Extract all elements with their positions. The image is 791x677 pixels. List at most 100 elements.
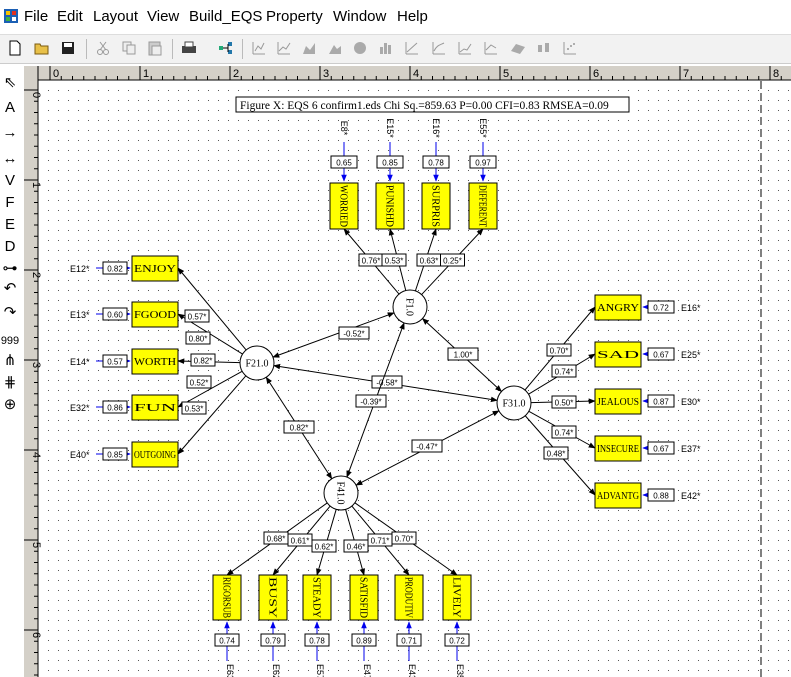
covariance-label-box[interactable]: [355, 394, 387, 408]
error-variance-box[interactable]: [376, 155, 404, 169]
covariance-label-box[interactable]: [447, 347, 479, 361]
covariance-arrow[interactable]: [272, 312, 395, 358]
new-file-icon[interactable]: [6, 39, 24, 57]
eqs-app-icon[interactable]: [4, 9, 18, 23]
loading-value-box[interactable]: [190, 353, 216, 367]
observed-variable-box[interactable]: [594, 341, 642, 368]
menu-view[interactable]: View: [147, 8, 180, 25]
error-variance-box[interactable]: [444, 633, 470, 647]
pie-icon[interactable]: [351, 39, 369, 57]
loading-arrow[interactable]: [177, 267, 247, 351]
surface-icon[interactable]: [509, 39, 527, 57]
menu-property[interactable]: Property: [266, 8, 323, 25]
cut-icon[interactable]: [94, 39, 112, 57]
menu-layout[interactable]: Layout: [93, 8, 139, 25]
loading-value-box[interactable]: [440, 253, 465, 267]
error-variance-box[interactable]: [102, 400, 128, 414]
error-variance-box[interactable]: [422, 155, 450, 169]
loading-value-box[interactable]: [546, 343, 572, 357]
open-folder-icon[interactable]: [33, 39, 51, 57]
text-tool-icon[interactable]: A: [4, 99, 15, 116]
curve-right-icon[interactable]: ↷: [3, 304, 17, 321]
error-variance-box[interactable]: [260, 633, 286, 647]
observed-var-tool-icon[interactable]: V: [4, 172, 15, 189]
trend-icon-4[interactable]: [482, 39, 500, 57]
two-way-arrow-icon[interactable]: ↔: [2, 150, 18, 167]
error-variance-box[interactable]: [102, 354, 128, 368]
select-arrow-icon[interactable]: ⇖: [3, 74, 17, 91]
factor-circle[interactable]: [239, 345, 275, 381]
diagram-icon[interactable]: [217, 39, 235, 57]
loading-arrow[interactable]: [177, 370, 243, 408]
mountain-chart-icon[interactable]: [326, 39, 344, 57]
error-variance-box[interactable]: [304, 633, 330, 647]
covariance-label-box[interactable]: [283, 420, 315, 434]
error-variance-box[interactable]: [214, 633, 240, 647]
observed-variable-box[interactable]: [468, 182, 498, 230]
factor-circle[interactable]: [392, 289, 428, 325]
print-icon[interactable]: [180, 39, 198, 57]
error-variance-box[interactable]: [647, 441, 675, 455]
loading-value-box[interactable]: [186, 375, 212, 389]
observed-variable-box[interactable]: [302, 574, 332, 621]
error-variance-box[interactable]: [396, 633, 422, 647]
menu-edit[interactable]: Edit: [57, 8, 83, 25]
loading-value-box[interactable]: [184, 309, 210, 323]
trend-icon-1[interactable]: [403, 39, 421, 57]
error-variance-box[interactable]: [102, 447, 128, 461]
trend-icon-3[interactable]: [456, 39, 474, 57]
save-icon[interactable]: [59, 39, 77, 57]
observed-variable-box[interactable]: [594, 435, 642, 462]
one-way-arrow-icon[interactable]: →: [2, 124, 18, 141]
error-variance-box[interactable]: [469, 155, 497, 169]
box-plot-icon[interactable]: [535, 39, 553, 57]
paste-icon[interactable]: [146, 39, 164, 57]
observed-variable-box[interactable]: [329, 182, 359, 230]
error-variance-box[interactable]: [647, 394, 675, 408]
observed-variable-box[interactable]: [442, 574, 472, 621]
scatter-icon[interactable]: [561, 39, 579, 57]
copy-icon[interactable]: [120, 39, 138, 57]
curve-left-icon[interactable]: ↶: [3, 280, 17, 297]
loading-arrow[interactable]: [177, 375, 247, 455]
error-variance-box[interactable]: [102, 307, 128, 321]
observed-variable-box[interactable]: [349, 574, 379, 621]
loading-value-box[interactable]: [543, 446, 569, 460]
menu-file[interactable]: File: [24, 8, 49, 25]
line-chart-icon[interactable]: [275, 39, 293, 57]
bar-chart-icon[interactable]: [377, 39, 395, 57]
observed-variable-box[interactable]: [212, 574, 242, 621]
factor-tool-icon[interactable]: F: [5, 194, 15, 211]
factor-builder-icon[interactable]: ⊶: [2, 260, 18, 277]
tree-tool-icon[interactable]: ⋕: [3, 374, 17, 391]
error-variance-box[interactable]: [330, 155, 358, 169]
loading-value-box[interactable]: [185, 331, 211, 345]
area-chart-icon[interactable]: [300, 39, 318, 57]
error-variance-box[interactable]: [647, 347, 675, 361]
diagram-title-box[interactable]: [235, 96, 630, 113]
observed-variable-box[interactable]: [131, 394, 179, 421]
parameter-icon[interactable]: 999: [0, 335, 20, 347]
observed-variable-box[interactable]: [394, 574, 424, 621]
error-variance-box[interactable]: [647, 488, 675, 502]
observed-variable-box[interactable]: [421, 182, 451, 230]
observed-variable-box[interactable]: [131, 348, 179, 375]
loading-value-box[interactable]: [551, 395, 577, 409]
loading-value-box[interactable]: [391, 531, 417, 545]
menu-window[interactable]: Window: [333, 8, 387, 25]
factor-circle[interactable]: [323, 475, 359, 511]
menu-build-eqs[interactable]: Build_EQS: [189, 8, 263, 25]
loading-value-box[interactable]: [551, 425, 577, 439]
error-variance-box[interactable]: [647, 300, 675, 314]
loading-value-box[interactable]: [551, 364, 577, 378]
loading-value-box[interactable]: [311, 539, 337, 553]
plot-icon-1[interactable]: [250, 39, 268, 57]
menu-help[interactable]: Help: [397, 8, 428, 25]
trend-icon-2[interactable]: [430, 39, 448, 57]
observed-variable-box[interactable]: [258, 574, 288, 621]
error-tool-icon[interactable]: E: [4, 216, 15, 233]
loading-value-box[interactable]: [181, 401, 207, 415]
error-variance-box[interactable]: [102, 261, 128, 275]
node-tool-icon[interactable]: ⋔: [3, 352, 17, 369]
covariance-label-box[interactable]: [411, 439, 443, 453]
